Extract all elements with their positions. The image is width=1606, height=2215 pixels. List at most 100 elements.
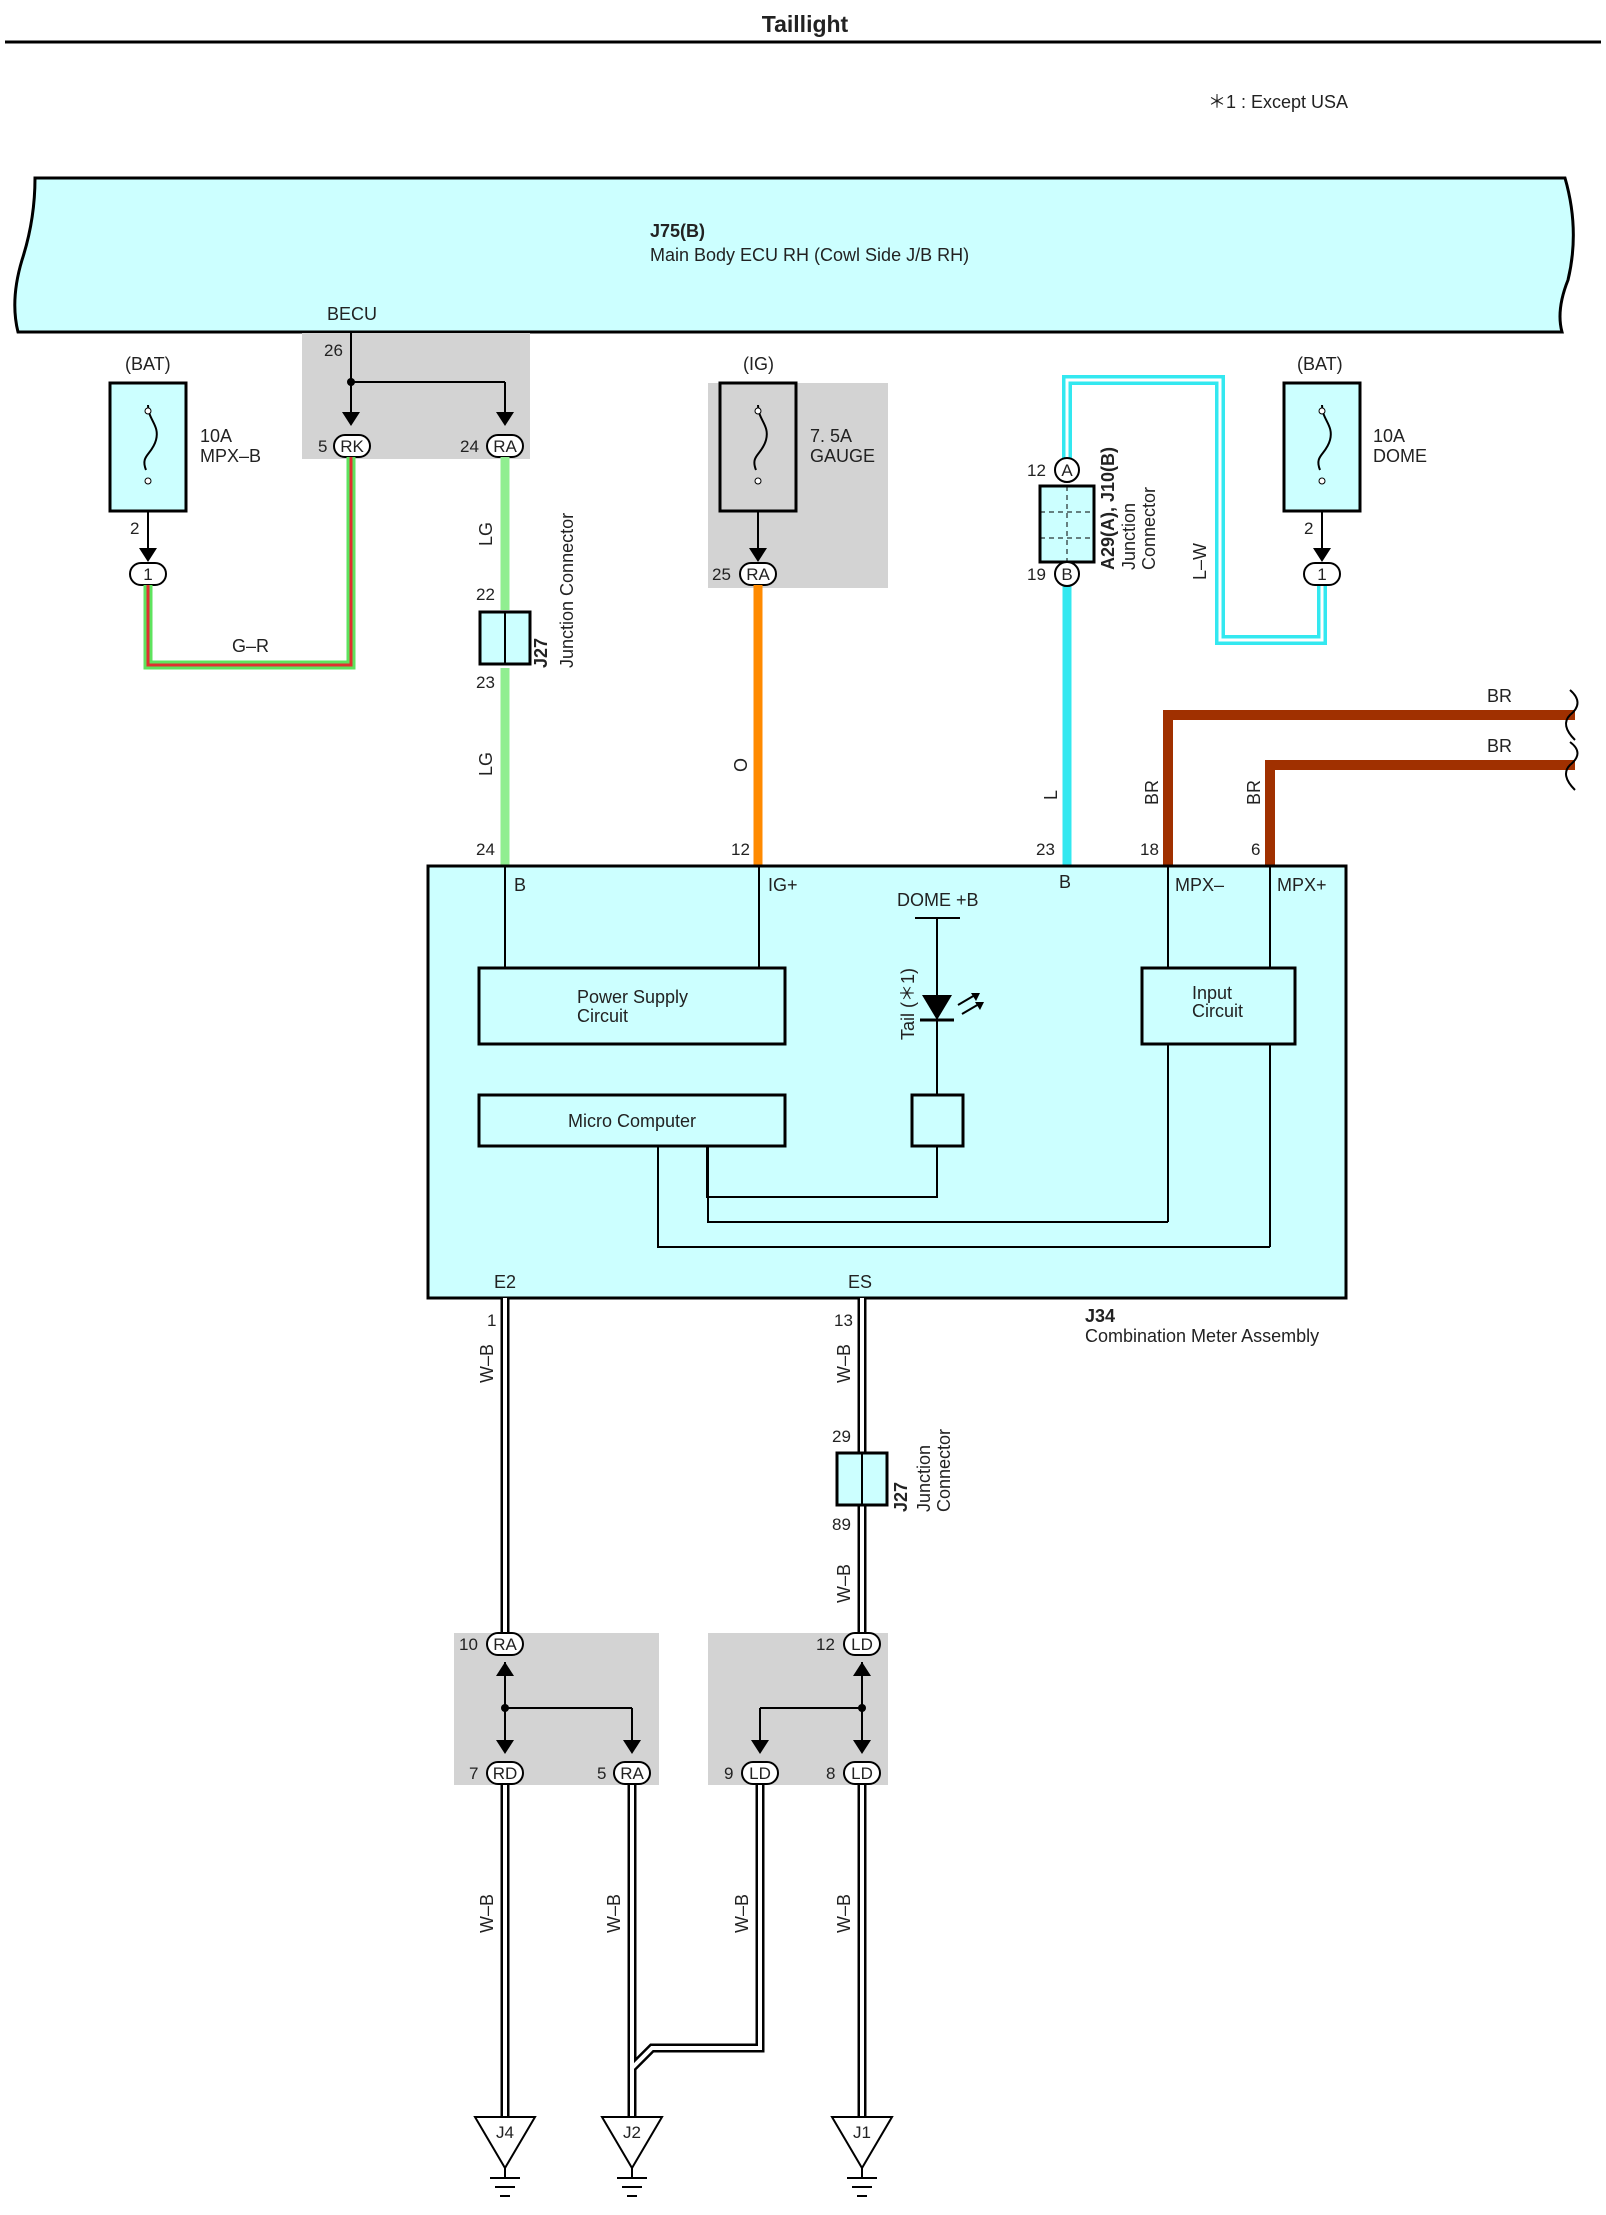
- ecu-block: [13, 176, 1575, 334]
- note: ＊1 : Except USA: [1208, 92, 1348, 112]
- meter-pin-b2: 23: [1036, 840, 1055, 859]
- ll-rd-label: RD: [493, 1764, 518, 1783]
- power-supply-circuit: [477, 966, 787, 1046]
- fuse-dome-terminal: [1303, 562, 1341, 586]
- lr-pin-9: 9: [724, 1764, 733, 1783]
- wire-o-label: O: [731, 758, 751, 772]
- rk-terminal-label: RK: [340, 437, 364, 456]
- meter-pin-es: 13: [834, 1311, 853, 1330]
- fuse-mpxb-source: (BAT): [125, 354, 171, 374]
- j27-top-code: J27: [531, 638, 551, 668]
- ground-j2: J2: [600, 2116, 664, 2197]
- pin-5: 5: [318, 437, 327, 456]
- wire-wb-label-1: W–B: [477, 1344, 497, 1383]
- input-circuit-line1: Input: [1192, 983, 1232, 1003]
- ecu-code: J75(B): [650, 221, 705, 241]
- a29-line2: Connector: [1139, 487, 1159, 570]
- meter-label-mpxm: MPX–: [1175, 875, 1224, 895]
- a29-term-b: B: [1061, 565, 1072, 584]
- fuse-dome-rating: 10A: [1373, 426, 1405, 446]
- becu-label: BECU: [327, 304, 377, 324]
- lr-pin-8: 8: [826, 1764, 835, 1783]
- meter-pin-mpxp: 6: [1251, 840, 1260, 859]
- lr-ld-top-terminal: [843, 1632, 881, 1656]
- fuse-mpxb-term: 1: [143, 565, 152, 584]
- ll-ra2-terminal: [613, 1761, 651, 1785]
- tail-led-icon: [922, 995, 952, 1020]
- ground-j1: J1: [830, 2116, 894, 2197]
- fuse-mpxb-pin: 2: [130, 519, 139, 538]
- meter-label-mpxp: MPX+: [1277, 875, 1327, 895]
- wire-lg-label-2: LG: [476, 752, 496, 776]
- power-supply-line1: Power Supply: [577, 987, 688, 1007]
- j27-top-pin-in: 22: [476, 585, 495, 604]
- meter-name: Combination Meter Assembly: [1085, 1326, 1319, 1346]
- input-circuit: [1140, 966, 1297, 1046]
- j27-top-pin-out: 23: [476, 673, 495, 692]
- meter-label-dome: DOME +B: [897, 890, 979, 910]
- ground-j4-label: J4: [496, 2123, 514, 2142]
- meter-label-es: ES: [848, 1272, 872, 1292]
- meter-label-ig: IG+: [768, 875, 798, 895]
- wire-wb-label-4: W–B: [477, 1894, 497, 1933]
- ll-ra2-label: RA: [620, 1764, 644, 1783]
- wire-lg-label-1: LG: [476, 522, 496, 546]
- j27-bottom-pin-in: 29: [832, 1427, 851, 1446]
- ll-rd-terminal: [486, 1761, 524, 1785]
- lr-ld-9-label: LD: [749, 1764, 771, 1783]
- j27-bottom-pin-out: 89: [832, 1515, 851, 1534]
- wire-br-label-4: BR: [1244, 780, 1264, 805]
- micro-computer: [477, 1093, 787, 1148]
- meter-label-b1: B: [514, 875, 526, 895]
- wire-br-label-1: BR: [1487, 686, 1512, 706]
- wire-l-label: L: [1041, 790, 1061, 800]
- fuse-gauge-rating: 7. 5A: [810, 426, 852, 446]
- wire-wb-label-6: W–B: [732, 1894, 752, 1933]
- meter-pin-b1: 24: [476, 840, 495, 859]
- wire-br-label-2: BR: [1487, 736, 1512, 756]
- j27-bottom-line2: Connector: [934, 1429, 954, 1512]
- fuse-dome-source: (BAT): [1297, 354, 1343, 374]
- ll-ra-label: RA: [493, 1635, 517, 1654]
- ground-j2-label: J2: [623, 2123, 641, 2142]
- a29-pin-a: 12: [1027, 461, 1046, 480]
- lr-ld-8-terminal: [843, 1761, 881, 1785]
- pin-24: 24: [460, 437, 479, 456]
- wire-gr-label: G–R: [232, 636, 269, 656]
- ll-pin-5: 5: [597, 1764, 606, 1783]
- wire-wb-label-5: W–B: [604, 1894, 624, 1933]
- fuse-dome: [1282, 381, 1362, 513]
- a29-code: A29(A), J10(B): [1098, 447, 1118, 570]
- fuse-gauge-source: (IG): [743, 354, 774, 374]
- power-supply-line2: Circuit: [577, 1006, 628, 1026]
- ground-j4: J4: [473, 2116, 537, 2197]
- lr-ld-top-label: LD: [851, 1635, 873, 1654]
- becu-pin: 26: [324, 341, 343, 360]
- lr-pin-12: 12: [816, 1635, 835, 1654]
- j27-top-name: Junction Connector: [557, 513, 577, 668]
- wire-wb-label-7: W–B: [834, 1894, 854, 1933]
- ecu-name: Main Body ECU RH (Cowl Side J/B RH): [650, 245, 969, 265]
- micro-computer-label: Micro Computer: [568, 1111, 696, 1131]
- ra-terminal-label: RA: [493, 437, 517, 456]
- fuse-dome-pin: 2: [1304, 519, 1313, 538]
- tail-driver: [910, 1093, 965, 1148]
- wire-lw-label: L–W: [1190, 543, 1210, 580]
- ll-ra-terminal: [486, 1632, 524, 1656]
- fuse-dome-name: DOME: [1373, 446, 1427, 466]
- j27-bottom-line1: Junction: [914, 1445, 934, 1512]
- lr-ld-9-terminal: [741, 1761, 779, 1785]
- meter-label-b2: B: [1059, 872, 1071, 892]
- a29-line1: Junction: [1119, 503, 1139, 570]
- fuse-gauge: [718, 381, 798, 513]
- fuse-mpxb-rating: 10A: [200, 426, 232, 446]
- wire-br-label-3: BR: [1142, 780, 1162, 805]
- tail-label: Tail (＊1): [898, 968, 918, 1040]
- gauge-pin: 25: [712, 565, 731, 584]
- page-title: Taillight: [762, 11, 849, 37]
- lr-ld-8-label: LD: [851, 1764, 873, 1783]
- fuse-mpxb: [108, 381, 188, 513]
- meter-code: J34: [1085, 1306, 1115, 1326]
- fuse-gauge-name: GAUGE: [810, 446, 875, 466]
